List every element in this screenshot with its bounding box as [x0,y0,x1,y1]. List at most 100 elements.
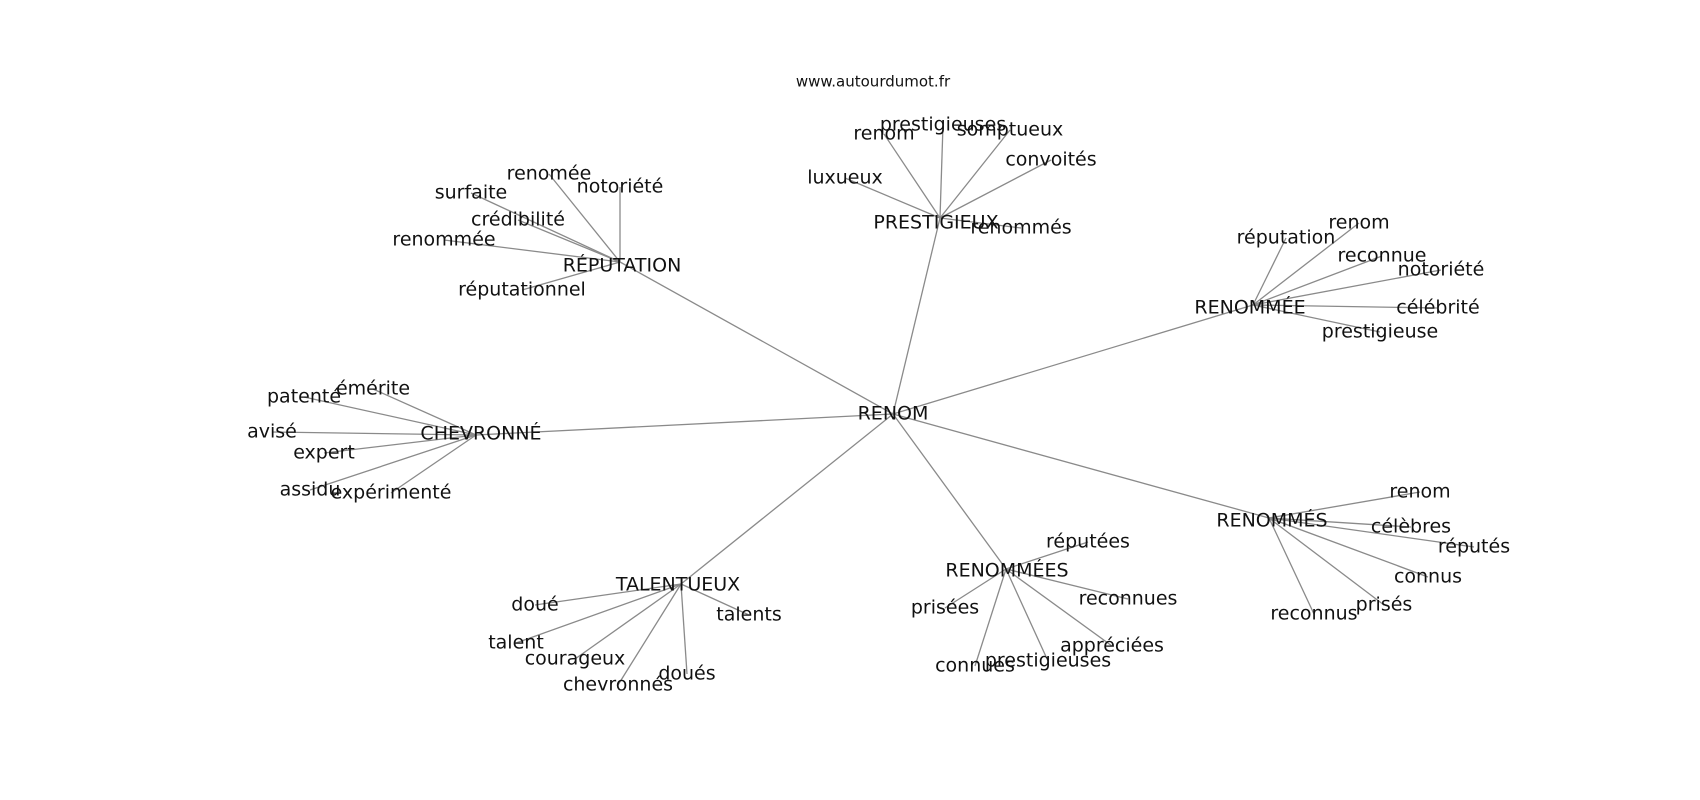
edge-cluster-6-leaf-2 [944,568,1007,609]
edge-cluster-3-leaf-5 [1252,304,1439,309]
leaf-word-label: prestigieuse [1322,321,1438,343]
edge-cluster-6-leaf-1 [1005,541,1089,570]
leaf-word-label: crédibilité [471,209,565,231]
leaf-word-label: expérimenté [331,482,452,504]
leaf-word-label: courageux [525,648,626,670]
edge-cluster-3-leaf-2 [1252,222,1360,306]
leaf-word-label: chevronnés [563,674,673,696]
edge-cluster-7-leaf-1 [534,583,682,606]
leaf-word-label: réputation [1237,227,1336,249]
leaf-word-label: notoriété [1398,259,1485,281]
leaf-word-label: renomée [507,163,592,185]
leaf-word-label: renom [1389,481,1450,503]
edge-cluster-5-leaf-5 [1268,517,1385,606]
leaf-word-label: prisées [911,597,979,619]
edge-cluster-1-leaf-3 [939,129,1011,219]
edge-center-5 [892,413,1270,519]
edge-cluster-2-leaf-4 [517,219,621,263]
leaf-word-label: reconnues [1079,588,1178,610]
hub-word-label: PRESTIGIEUX [873,212,998,234]
leaf-word-label: surfaite [435,182,508,204]
edge-cluster-7-leaf-5 [680,583,688,675]
leaf-word-label: renom [1328,212,1389,234]
edge-cluster-3-leaf-1 [1252,237,1287,306]
leaf-word-label: talents [716,604,781,626]
leaf-word-label: réputationnel [458,279,586,301]
edge-cluster-7-leaf-4 [574,583,682,660]
leaf-word-label: reconnus [1270,603,1357,625]
leaf-word-label: réputées [1046,531,1130,553]
leaf-word-label: somptueux [957,119,1064,141]
edge-cluster-3-leaf-6 [1252,304,1381,333]
edge-cluster-6-leaf-3 [1005,568,1129,600]
edge-center-1 [892,217,941,415]
leaf-word-label: prestigieuses [880,114,1006,136]
leaf-word-label: émérite [336,378,410,400]
edge-cluster-7-leaf-6 [617,583,682,686]
leaf-word-label: célèbres [1371,516,1451,538]
leaf-word-label: connues [935,655,1015,677]
leaf-word-label: assidu [280,479,341,501]
edge-center-7 [680,413,894,585]
edge-cluster-6-leaf-5 [1005,568,1049,662]
edge-cluster-4-leaf-3 [271,431,477,436]
leaf-word-label: doués [658,663,715,685]
edges-layer [271,124,1475,686]
leaf-word-label: patenté [267,386,341,408]
edge-center-2 [619,261,894,415]
leaf-word-label: avisé [247,421,297,443]
edge-cluster-5-leaf-4 [1268,517,1429,578]
edge-cluster-5-leaf-1 [1268,491,1421,519]
leaf-word-label: prisés [1356,594,1413,616]
leaf-word-label: talent [488,632,544,654]
edge-cluster-3-leaf-3 [1252,255,1383,306]
leaf-word-label: renommée [392,229,495,251]
edge-cluster-6-leaf-6 [974,568,1007,667]
edge-cluster-7-leaf-2 [680,583,750,616]
hub-word-label: TALENTUEUX [615,574,740,596]
center-word-label: RENOM [858,403,929,425]
hub-word-label: RENOMMÉS [1216,509,1327,532]
leaf-word-label: notoriété [577,176,664,198]
edge-cluster-4-leaf-2 [372,388,477,436]
edge-center-3 [892,304,1254,415]
edge-cluster-4-leaf-1 [303,396,477,436]
edge-cluster-2-leaf-5 [443,239,621,263]
edge-cluster-2-leaf-3 [470,192,621,263]
edge-cluster-5-leaf-6 [1268,517,1315,615]
source-watermark: www.autourdumot.fr [796,73,951,91]
hub-word-label: RENOMMÉES [945,559,1068,582]
edge-cluster-6-leaf-4 [1005,568,1113,647]
leaf-word-label: prestigieuses [985,650,1111,672]
leaf-word-label: doué [511,594,558,616]
edge-cluster-1-leaf-4 [844,177,941,219]
edge-cluster-2-leaf-6 [521,261,621,291]
leaf-word-label: luxueux [807,167,883,189]
leaf-word-label: renom [853,123,914,145]
hub-word-label: RENOMMÉE [1194,296,1305,319]
edge-cluster-4-leaf-5 [309,434,477,491]
edge-center-4 [475,413,894,436]
leaf-word-label: connus [1394,566,1462,588]
edge-center-6 [892,413,1007,570]
leaf-word-label: renommés [970,217,1071,239]
edge-cluster-3-leaf-4 [1252,269,1442,306]
edge-cluster-4-leaf-4 [323,434,477,454]
leaf-word-label: réputés [1438,536,1510,558]
edge-cluster-4-leaf-6 [390,434,477,494]
leaf-word-label: appréciées [1060,635,1164,657]
hub-word-label: CHEVRONNÉ [420,422,541,445]
hub-word-label: RÉPUTATION [563,254,682,277]
edge-cluster-1-leaf-2 [883,133,941,219]
edge-cluster-7-leaf-3 [515,583,682,644]
leaf-word-label: célébrité [1396,297,1479,319]
edge-cluster-1-leaf-6 [939,217,1022,229]
edge-cluster-1-leaf-1 [939,124,944,219]
edge-cluster-5-leaf-2 [1268,517,1412,528]
edge-cluster-1-leaf-5 [939,159,1052,219]
leaf-word-label: convoités [1005,149,1096,171]
leaf-word-label: reconnue [1338,245,1427,267]
edge-cluster-2-leaf-1 [548,173,621,263]
